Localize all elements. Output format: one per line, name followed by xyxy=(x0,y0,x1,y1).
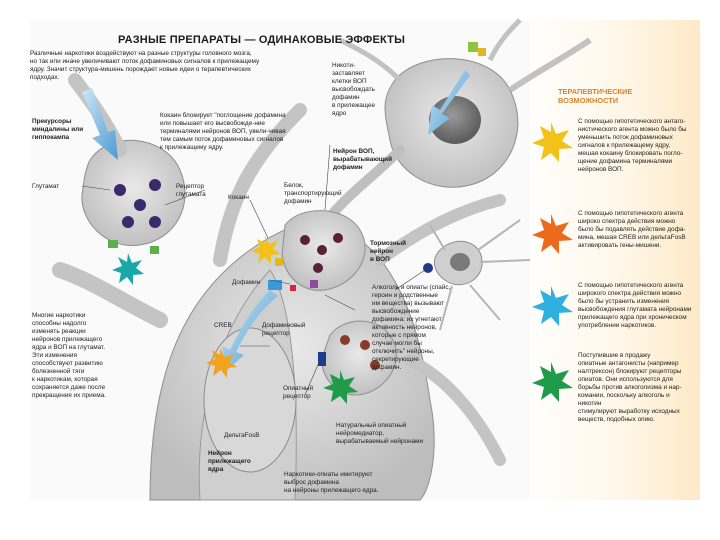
label-cocaine-desc: Кокаин блокирует "поглощение дофамина ил… xyxy=(160,112,286,151)
label-vop-neuron: Нейрон ВОП, вырабатывающий дофамин xyxy=(333,148,393,171)
therapy-item-4: Поступившие в продажу опиатные антагонис… xyxy=(578,352,682,423)
inhibitory-neuron-nucleus xyxy=(450,253,470,271)
label-nicotine: Никоти- заставляет клетки ВОП высвобожда… xyxy=(332,62,376,117)
therapy-stars xyxy=(532,122,573,402)
dendrite-right xyxy=(374,194,506,266)
glutamate-terminal xyxy=(81,139,186,246)
label-alcohol-opiates: Алкоголь и опиаты (спайс, героин и родст… xyxy=(372,284,451,371)
vop-flow-arrow xyxy=(428,70,470,135)
dendrite-left xyxy=(52,262,168,328)
label-natural-opiate: Натуральный опиатный нейромедиатор, выра… xyxy=(336,422,424,445)
label-prescription: Прекурсоры миндалины или гиппокампа xyxy=(32,118,84,141)
label-glutamate-receptor: Рецептор глутамата xyxy=(176,183,206,198)
label-cocaine: Кокаин xyxy=(228,194,249,201)
dendrite-top xyxy=(213,103,307,267)
therapy-item-2: С помощью гипотетического агента широко … xyxy=(578,210,686,249)
label-opiate-receptor: Опиатный рецептор xyxy=(283,385,314,400)
label-dopamine-receptor: Дофаминовый рецептор xyxy=(262,322,306,337)
vop-dendrite-2 xyxy=(487,18,522,62)
therapy-panel-bg xyxy=(520,20,700,500)
dopamine-flow-arrow xyxy=(222,290,278,372)
intro-text: Различные наркотики воздействуют на разн… xyxy=(30,50,260,81)
label-dopamine: Дофамин xyxy=(232,279,261,286)
vesicles xyxy=(114,179,380,370)
label-narcotics-mimic: Наркотики-опиаты имитируют выброс дофами… xyxy=(284,471,379,494)
glutamate-flow-arrow xyxy=(82,88,118,160)
inhibitory-dendrite-1 xyxy=(429,219,531,331)
label-transporter: Белок, транспортирующий дофамин xyxy=(284,182,342,205)
vop-dendrite-3 xyxy=(338,37,402,82)
label-glutamate: Глутамат xyxy=(32,183,60,190)
label-creb: CREB xyxy=(214,322,232,329)
vop-dendrite-1 xyxy=(508,37,592,93)
dendrite-lower-right xyxy=(404,354,506,466)
label-nucleus-neuron: Нейрон прилежащего ядра xyxy=(208,450,251,473)
label-inhibitory-neuron: Тормозный нейрон в ВОП xyxy=(370,240,407,263)
stars-diagram xyxy=(112,236,358,404)
therapy-item-1: С помощью гипотетического антаго- нистич… xyxy=(578,118,687,173)
therapy-item-3: С помощью гипотетического агента широког… xyxy=(578,282,692,329)
label-delta-fosb: ДельтаFosB xyxy=(224,432,260,439)
therapy-heading: ТЕРАПЕВТИЧЕСКИЕ ВОЗМОЖНОСТИ xyxy=(558,87,633,105)
diagram-title: РАЗНЫЕ ПРЕПАРАТЫ — ОДИНАКОВЫЕ ЭФФЕКТЫ xyxy=(118,34,406,46)
leader-lines xyxy=(81,144,429,396)
label-many-narcotics: Многие наркотики способны надолго изменя… xyxy=(32,312,106,399)
